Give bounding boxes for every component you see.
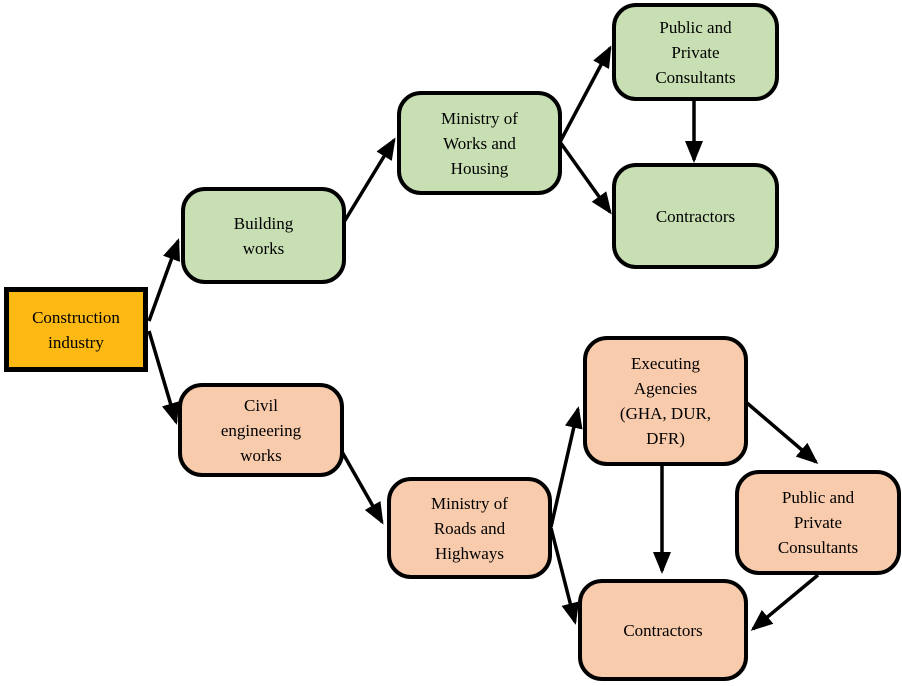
node-ministry-roads-highways: Ministry of Roads and Highways	[387, 477, 552, 579]
edge-ministry-roads-to-executing-agencies	[549, 406, 583, 528]
node-contractors-civil-label: Contractors	[623, 620, 703, 640]
node-executing-agencies: Executing Agencies (GHA, DUR, DFR)	[583, 336, 748, 466]
node-contractors-civil: Contractors	[578, 579, 748, 681]
edge-ministry-works-housing-to-contractors	[558, 140, 612, 215]
node-construction-industry-label: Construction industry	[32, 307, 120, 352]
node-executing-agencies-label: Executing Agencies (GHA, DUR, DFR)	[619, 354, 712, 448]
edge-civil-engineering-to-ministry-roads	[339, 449, 384, 525]
node-ministry-roads-highways-label: Ministry of Roads and Highways	[431, 493, 508, 563]
node-construction-industry: Construction industry	[4, 287, 148, 372]
edge-consultants-civil-to-contractors	[750, 573, 820, 631]
node-public-private-consultants-building: Public and Private Consultants	[612, 3, 779, 101]
node-ministry-works-housing-label: Ministry of Works and Housing	[441, 108, 518, 178]
edge-construction-to-civil-engineering	[147, 330, 180, 425]
node-building-works: Building works	[181, 187, 346, 284]
edge-construction-to-building-works	[147, 238, 180, 322]
node-ministry-works-housing: Ministry of Works and Housing	[397, 91, 562, 195]
edge-ministry-roads-to-contractors	[549, 527, 580, 625]
node-public-private-consultants-building-label: Public and Private Consultants	[655, 17, 736, 87]
node-civil-engineering-works-label: Civil engineering works	[220, 395, 302, 465]
node-building-works-label: Building works	[233, 213, 294, 258]
node-public-private-consultants-civil: Public and Private Consultants	[735, 470, 901, 575]
node-civil-engineering-works: Civil engineering works	[178, 383, 344, 477]
edge-building-works-to-ministry-works-housing	[342, 137, 396, 223]
edge-ministry-works-housing-to-consultants	[558, 45, 612, 143]
node-contractors-building-label: Contractors	[655, 206, 736, 226]
node-public-private-consultants-civil-label: Public and Private Consultants	[777, 488, 859, 557]
edge-executing-agencies-to-consultants	[745, 401, 819, 464]
node-contractors-building: Contractors	[612, 163, 779, 269]
